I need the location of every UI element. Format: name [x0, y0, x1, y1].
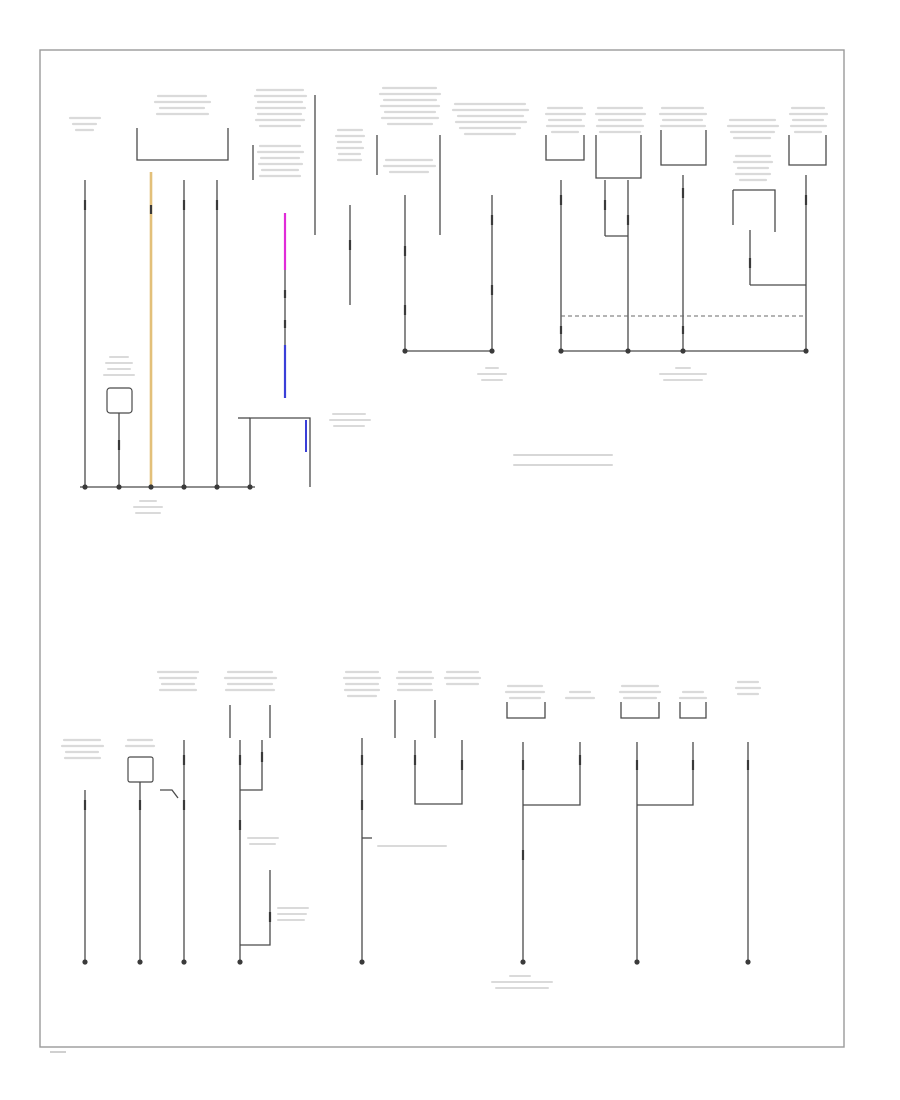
left-ground-group — [80, 172, 371, 514]
bottom-notes — [247, 837, 553, 989]
sensor-box — [106, 387, 133, 414]
bottom-label-texture — [60, 670, 762, 760]
middle-ground-group — [402, 195, 507, 381]
top-label-texture — [68, 86, 829, 182]
bottom-section — [50, 670, 762, 1053]
bottom-wires — [82, 738, 751, 965]
sensor-label-texture — [103, 356, 135, 376]
right-ground-group — [558, 175, 809, 381]
component-box-1 — [127, 756, 154, 783]
legend — [513, 454, 613, 466]
bottom-brackets — [229, 700, 707, 738]
diagram-frame — [39, 49, 845, 1048]
top-section — [68, 86, 829, 514]
pink-blue-column — [283, 205, 352, 398]
top-component-brackets — [136, 95, 827, 235]
